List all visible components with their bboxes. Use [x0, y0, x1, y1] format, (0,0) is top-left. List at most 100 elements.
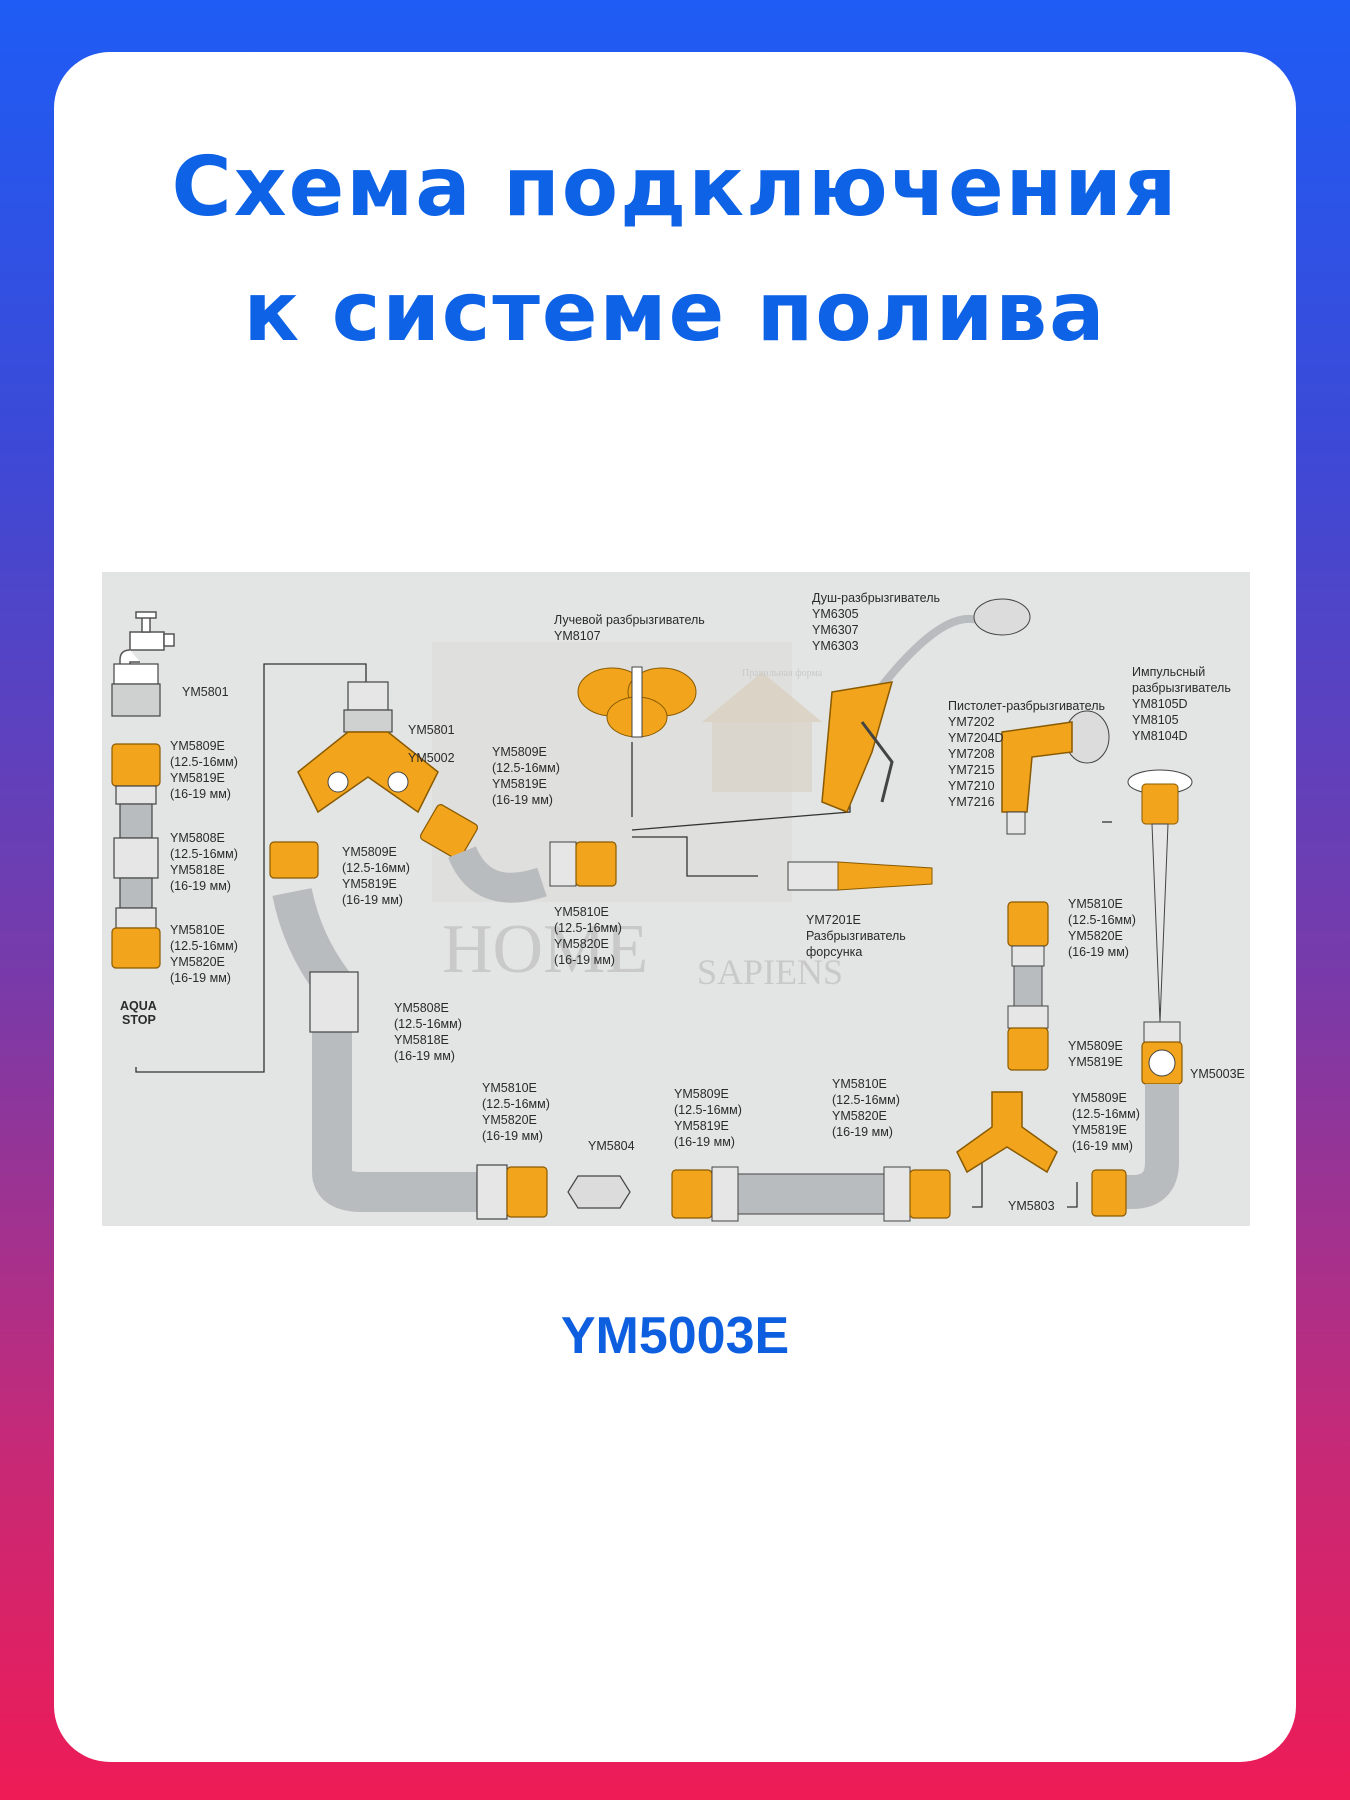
label-left-5808-2: (12.5-16мм): [170, 847, 238, 861]
label-pistol-3: YM7204D: [948, 731, 1004, 745]
label-left-5810-4: (16-19 мм): [170, 971, 231, 985]
nozzle-sprinkler-icon: [787, 861, 933, 891]
label-stop: STOP: [122, 1013, 156, 1027]
label-ym5003e: YM5003E: [1190, 1067, 1245, 1081]
label-dush-3: YM6307: [812, 623, 859, 637]
elbow-hose-left: [272, 887, 548, 1220]
label-right-5809-2: (12.5-16мм): [1072, 1107, 1140, 1121]
watermark-home: HOME: [442, 911, 648, 988]
label-center-5810-2: (12.5-16мм): [554, 921, 622, 935]
label-left-5809-4: (16-19 мм): [170, 787, 231, 801]
label-impuls-5: YM8104D: [1132, 729, 1188, 743]
product-code-caption: YM5003E: [560, 1307, 790, 1365]
label-ym5801-a: YM5801: [182, 685, 229, 699]
label-elbow-5808-3: YM5818E: [394, 1033, 449, 1047]
label-y-5809-2: (12.5-16мм): [342, 861, 410, 875]
label-impuls-4: YM8105: [1132, 713, 1179, 727]
label-pistol-1: Пистолет-разбрызгиватель: [948, 699, 1105, 713]
label-right-5810-1: YM5810E: [1068, 897, 1123, 911]
label-left-5810-2: (12.5-16мм): [170, 939, 238, 953]
page-title-line-1: Схема подключения: [171, 140, 1179, 235]
label-bottom-5810a-1: YM5810E: [482, 1081, 537, 1095]
label-left-5809-1: YM5809E: [170, 739, 225, 753]
label-bottom-5810b-4: (16-19 мм): [832, 1125, 893, 1139]
label-bottom-5810b-1: YM5810E: [832, 1077, 887, 1091]
label-ym5002: YM5002: [408, 751, 455, 765]
bottom-hose: [671, 1166, 951, 1222]
label-forsunka-2: Разбрызгиватель: [806, 929, 906, 943]
label-forsunka-1: YM7201E: [806, 913, 861, 927]
label-bottom-5810a-2: (12.5-16мм): [482, 1097, 550, 1111]
label-luch-2: YM8107: [554, 629, 601, 643]
label-aqua: AQUA: [120, 999, 157, 1013]
label-mid-5809-1: YM5809E: [492, 745, 547, 759]
label-right-5809s-1: YM5809E: [1068, 1039, 1123, 1053]
label-impuls-1: Импульсный: [1132, 665, 1205, 679]
shower-sprinkler-icon: [821, 598, 1031, 813]
label-pistol-5: YM7215: [948, 763, 995, 777]
label-dush-1: Душ-разбрызгиватель: [812, 591, 940, 605]
label-elbow-5808-4: (16-19 мм): [394, 1049, 455, 1063]
label-luch-1: Лучевой разбрызгиватель: [554, 613, 705, 627]
label-pistol-2: YM7202: [948, 715, 995, 729]
label-right-5809-1: YM5809E: [1072, 1091, 1127, 1105]
impulse-sprinkler-icon: [1127, 769, 1193, 1023]
connector-ym5804: [567, 1175, 631, 1209]
label-forsunka-3: форсунка: [806, 945, 862, 959]
label-bottom-5810b-2: (12.5-16мм): [832, 1093, 900, 1107]
pistol-sprinkler-icon: [1001, 710, 1110, 835]
label-center-5810-3: YM5820E: [554, 937, 609, 951]
y-splitter-ym5803: [956, 1091, 1058, 1174]
label-left-5808-1: YM5808E: [170, 831, 225, 845]
irrigation-connection-diagram: HOME SAPIENS Правильная форма: [102, 572, 1250, 1226]
label-right-5809-3: YM5819E: [1072, 1123, 1127, 1137]
right-assembly: [1007, 901, 1049, 1071]
valve-ym5003e: [1091, 1021, 1183, 1217]
label-y-5809-3: YM5819E: [342, 877, 397, 891]
label-dush-2: YM6305: [812, 607, 859, 621]
label-left-5809-3: YM5819E: [170, 771, 225, 785]
label-bottom-5809-2: (12.5-16мм): [674, 1103, 742, 1117]
label-bottom-5810a-3: YM5820E: [482, 1113, 537, 1127]
label-elbow-5808-2: (12.5-16мм): [394, 1017, 462, 1031]
label-ym5803: YM5803: [1008, 1199, 1055, 1213]
label-dush-4: YM6303: [812, 639, 859, 653]
radial-sprinkler-icon: [577, 666, 697, 738]
label-mid-5809-4: (16-19 мм): [492, 793, 553, 807]
label-elbow-5808-1: YM5808E: [394, 1001, 449, 1015]
faucet-icon: [119, 611, 175, 669]
label-left-5808-3: YM5818E: [170, 863, 225, 877]
label-center-5810-4: (16-19 мм): [554, 953, 615, 967]
label-impuls-2: разбрызгиватель: [1132, 681, 1231, 695]
label-impuls-3: YM8105D: [1132, 697, 1188, 711]
label-left-5809-2: (12.5-16мм): [170, 755, 238, 769]
label-right-5809s-2: YM5819E: [1068, 1055, 1123, 1069]
label-left-5808-4: (16-19 мм): [170, 879, 231, 893]
label-ym5804: YM5804: [588, 1139, 635, 1153]
label-bottom-5810b-3: YM5820E: [832, 1109, 887, 1123]
label-ym5801-b: YM5801: [408, 723, 455, 737]
label-left-5810-3: YM5820E: [170, 955, 225, 969]
label-pistol-7: YM7216: [948, 795, 995, 809]
left-assembly: [111, 663, 161, 969]
label-mid-5809-3: YM5819E: [492, 777, 547, 791]
label-right-5810-4: (16-19 мм): [1068, 945, 1129, 959]
y-splitter-ym5002: [269, 681, 479, 879]
label-right-5810-2: (12.5-16мм): [1068, 913, 1136, 927]
watermark: HOME SAPIENS Правильная форма: [432, 642, 843, 992]
label-pistol-4: YM7208: [948, 747, 995, 761]
label-right-5810-3: YM5820E: [1068, 929, 1123, 943]
label-bottom-5809-4: (16-19 мм): [674, 1135, 735, 1149]
label-bottom-5809-3: YM5819E: [674, 1119, 729, 1133]
label-bottom-5810a-4: (16-19 мм): [482, 1129, 543, 1143]
label-center-5810-1: YM5810E: [554, 905, 609, 919]
page-title-line-2: к системе полива: [243, 265, 1107, 360]
diagram-labels: YM5801 YM5809E (12.5-16мм) YM5819E (16-1…: [120, 591, 1245, 1213]
watermark-sapiens: SAPIENS: [697, 952, 843, 992]
label-left-5810-1: YM5810E: [170, 923, 225, 937]
label-bottom-5809-1: YM5809E: [674, 1087, 729, 1101]
label-y-5809-1: YM5809E: [342, 845, 397, 859]
label-y-5809-4: (16-19 мм): [342, 893, 403, 907]
watermark-tiny: Правильная форма: [742, 668, 823, 679]
label-right-5809-4: (16-19 мм): [1072, 1139, 1133, 1153]
